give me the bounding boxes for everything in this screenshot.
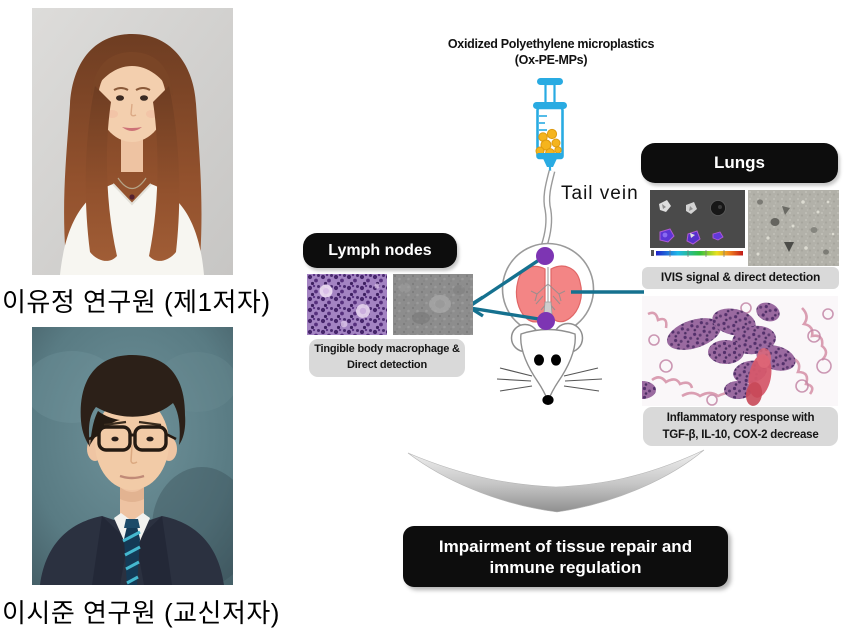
lymph-histology-image	[307, 274, 387, 335]
connector-lines	[464, 254, 644, 322]
conclusion-box: Impairment of tissue repair and immune r…	[403, 526, 728, 587]
lymph-node-dot-upper	[536, 247, 554, 265]
mouse-tail	[540, 170, 556, 248]
ivis-color-scale-bar	[651, 250, 743, 257]
mouse-eye-right	[551, 354, 561, 366]
ivis-caption-box: IVIS signal & direct detection	[642, 267, 839, 289]
syringe-icon	[533, 78, 567, 179]
lung-micrograph-image	[748, 190, 839, 266]
lymph-caption-line2: Direct detection	[347, 359, 427, 371]
lung-histology-caption-line2: TGF-β, IL-10, COX-2 decrease	[662, 428, 819, 441]
ivis-signal-blobs	[659, 228, 724, 245]
diagram-title-line2: (Ox-PE-MPs)	[514, 53, 588, 68]
conclusion-line2: immune regulation	[489, 557, 642, 577]
lung-histology-caption-line1: Inflammatory response with	[666, 411, 815, 424]
mouse-nose	[542, 395, 554, 405]
mouse-whiskers	[496, 367, 603, 392]
lymph-em-image	[393, 274, 473, 335]
corresponding-author-caption: 이시준 연구원 (교신저자)	[2, 598, 280, 628]
lymph-caption-box: Tingible body macrophage & Direct detect…	[309, 339, 465, 377]
portrait-photo-first-author	[32, 8, 233, 275]
lymph-node-dot-lower	[537, 312, 555, 330]
diagram-title-line1: Oxidized Polyethylene microplastics	[447, 37, 655, 51]
mouse-eye-left	[534, 354, 544, 366]
mouse-head	[520, 328, 576, 403]
lymph-nodes-panel-header: Lymph nodes	[303, 233, 457, 268]
tail-vein-label: Tail vein	[561, 183, 639, 204]
lymph-caption-line1: Tingible body macrophage &	[314, 343, 460, 356]
lung-histology-caption-box: Inflammatory response with TGF-β, IL-10,…	[643, 407, 838, 446]
diagram-title: Oxidized Polyethylene microplastics (Ox-…	[415, 36, 687, 69]
lungs-panel-header: Lungs	[641, 143, 838, 183]
lungs-icon	[515, 265, 582, 323]
lung-histology-image	[642, 296, 838, 406]
portrait-photo-corresponding-author	[32, 327, 233, 585]
ivis-image	[650, 190, 745, 258]
down-arrow	[407, 449, 705, 513]
conclusion-line1: Impairment of tissue repair and	[438, 536, 693, 556]
first-author-caption: 이유정 연구원 (제1저자)	[2, 287, 271, 317]
